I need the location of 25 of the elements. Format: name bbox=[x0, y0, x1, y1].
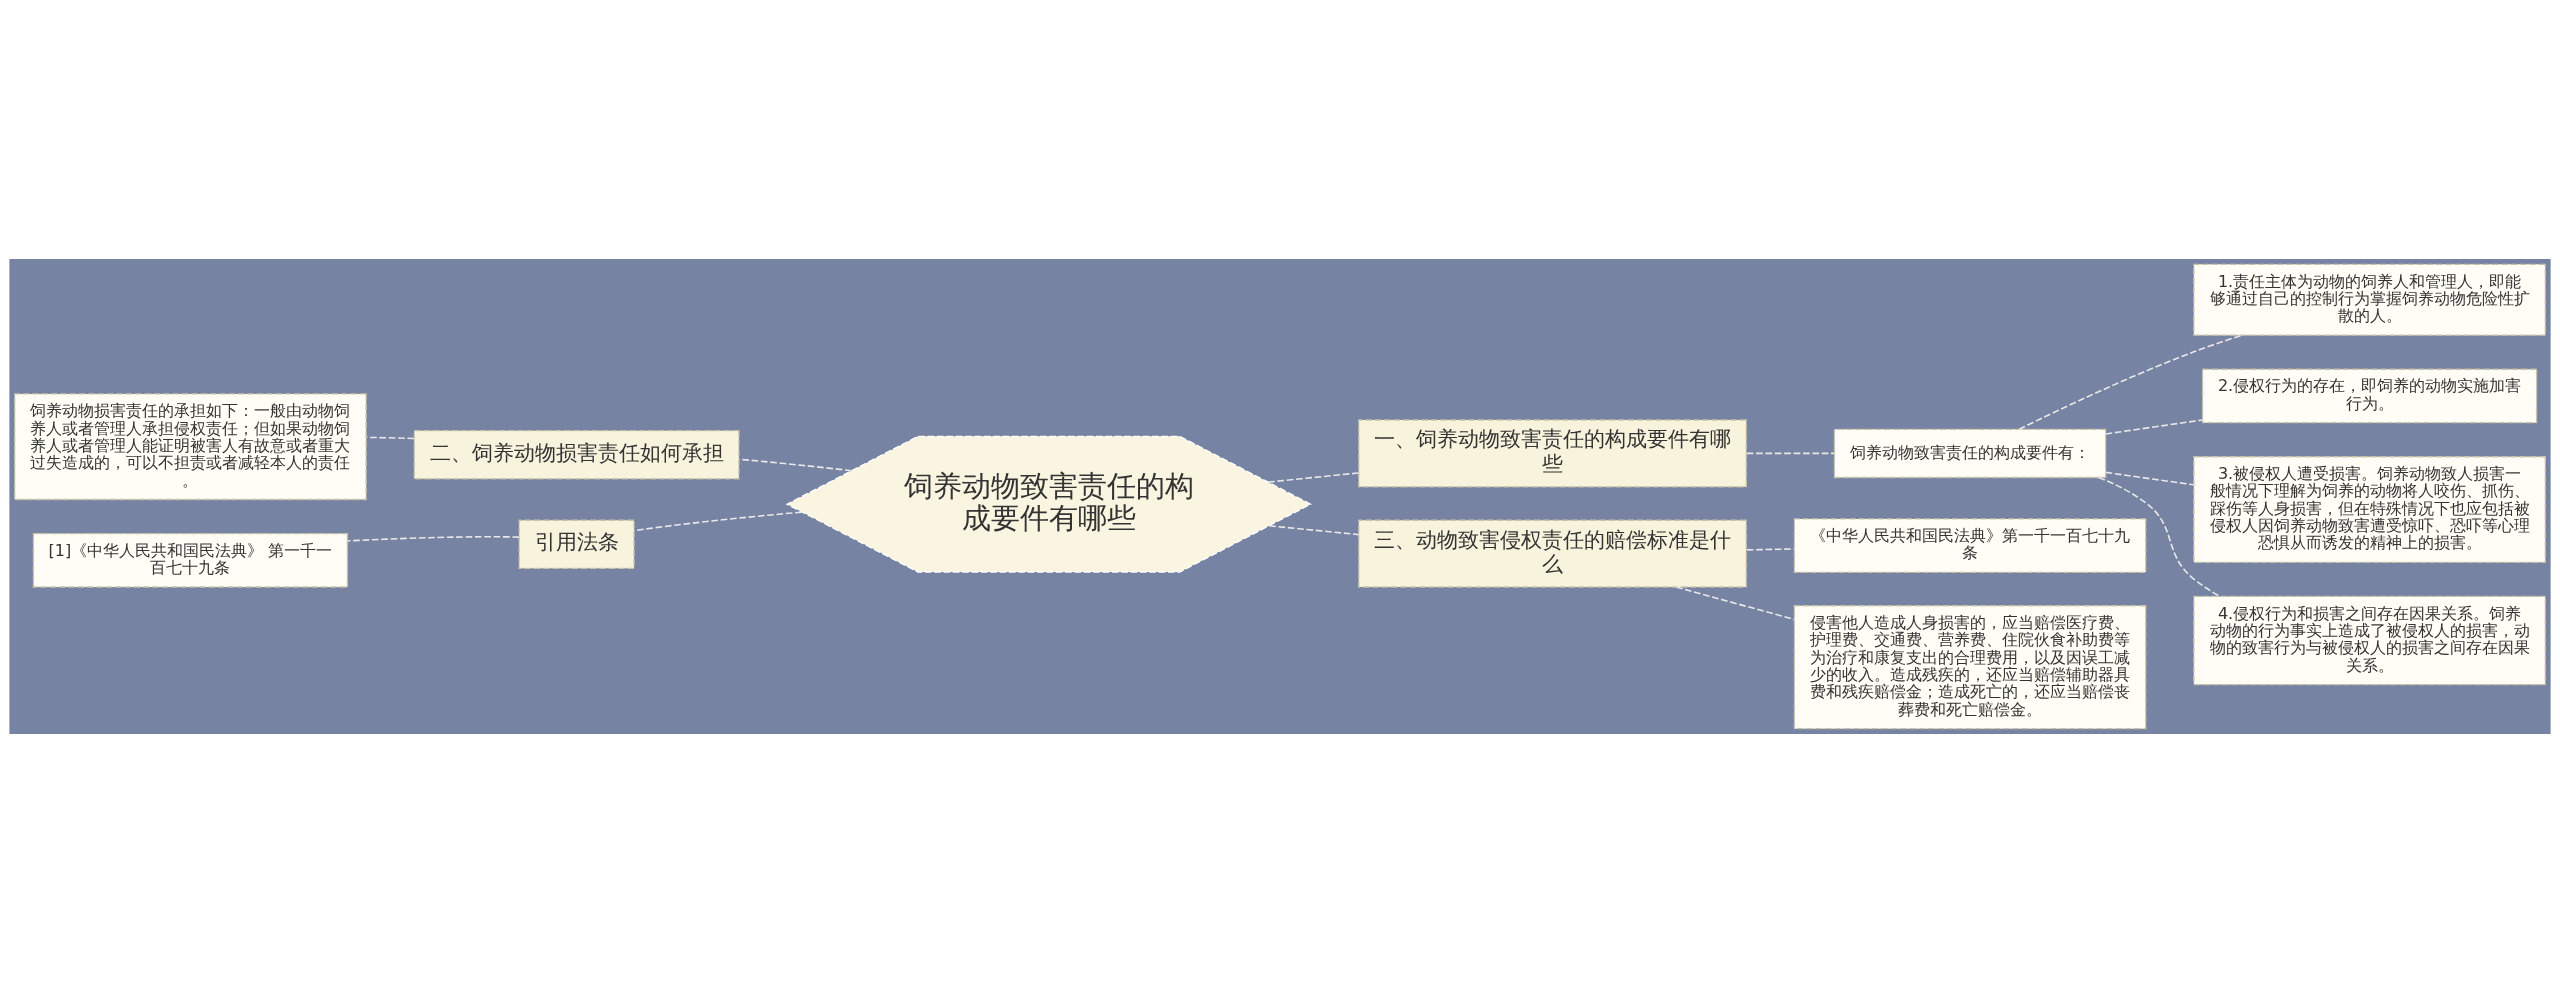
node-box: 引用法条 bbox=[518, 519, 635, 569]
node-box: 3.被侵权人遭受损害。饲养动物致人损害一般情况下理解为饲养的动物将人咬伤、抓伤、踩伤等人身损害，但在特殊情况下也应包括被侵权人因饲养动物致害遭受惊吓、恐吓等心理恐惧从而诱发的精神上的损害。 bbox=[2193, 456, 2546, 563]
connector bbox=[1267, 472, 1360, 483]
node-box: 《中华人民共和国民法典》第一千一百七十九条 bbox=[1793, 518, 2147, 573]
node-box: 侵害他人造成人身损害的，应当赔偿医疗费、护理费、交通费、营养费、住院伙食补助费等为治疗和康复支出的合理费用，以及因误工减少的收入。造成残疾的，还应当赔偿辅助器具费和残疾赔偿金；造成死亡的，还应当赔偿丧葬费和死亡赔偿金。 bbox=[1793, 605, 2147, 730]
connector bbox=[1745, 548, 1796, 551]
node-box: 饲养动物致害责任的构成要件有： bbox=[1833, 428, 2107, 479]
connector bbox=[1268, 525, 1360, 536]
connector bbox=[2104, 419, 2204, 435]
node-box: 4.侵权行为和损害之间存在因果关系。饲养动物的行为事实上造成了被侵权人的损害，动物的致害行为与被侵权人的损害之间存在因果关系。 bbox=[2193, 595, 2546, 686]
connector bbox=[1745, 452, 1836, 455]
node-box: [1]《中华人民共和国民法典》 第一千一百七十九条 bbox=[32, 532, 349, 588]
node-box: 饲养动物损害责任的承担如下：一般由动物饲养人或者管理人承担侵权责任；但如果动物饲养人或者管理人能证明被害人有故意或者重大过失造成的，可以不担责或者减轻本人的责任。 bbox=[14, 393, 367, 501]
connector bbox=[346, 536, 520, 542]
node-box: 一、饲养动物致害责任的构成要件有哪些 bbox=[1358, 419, 1747, 488]
connector bbox=[2018, 334, 2243, 431]
connector bbox=[2104, 471, 2195, 486]
node-box: 三、动物致害侵权责任的赔偿标准是什么 bbox=[1358, 519, 1747, 588]
connector bbox=[633, 511, 803, 532]
connector bbox=[1675, 586, 1796, 621]
node-box: 1.责任主体为动物的饲养人和管理人，即能够通过自己的控制行为掌握饲养动物危险性扩散的人。 bbox=[2193, 263, 2546, 336]
node-box: 二、饲养动物损害责任如何承担 bbox=[413, 430, 740, 480]
node-box: 2.侵权行为的存在，即饲养的动物实施加害行为。 bbox=[2201, 368, 2538, 424]
connector bbox=[2097, 476, 2221, 598]
connector bbox=[738, 458, 853, 472]
